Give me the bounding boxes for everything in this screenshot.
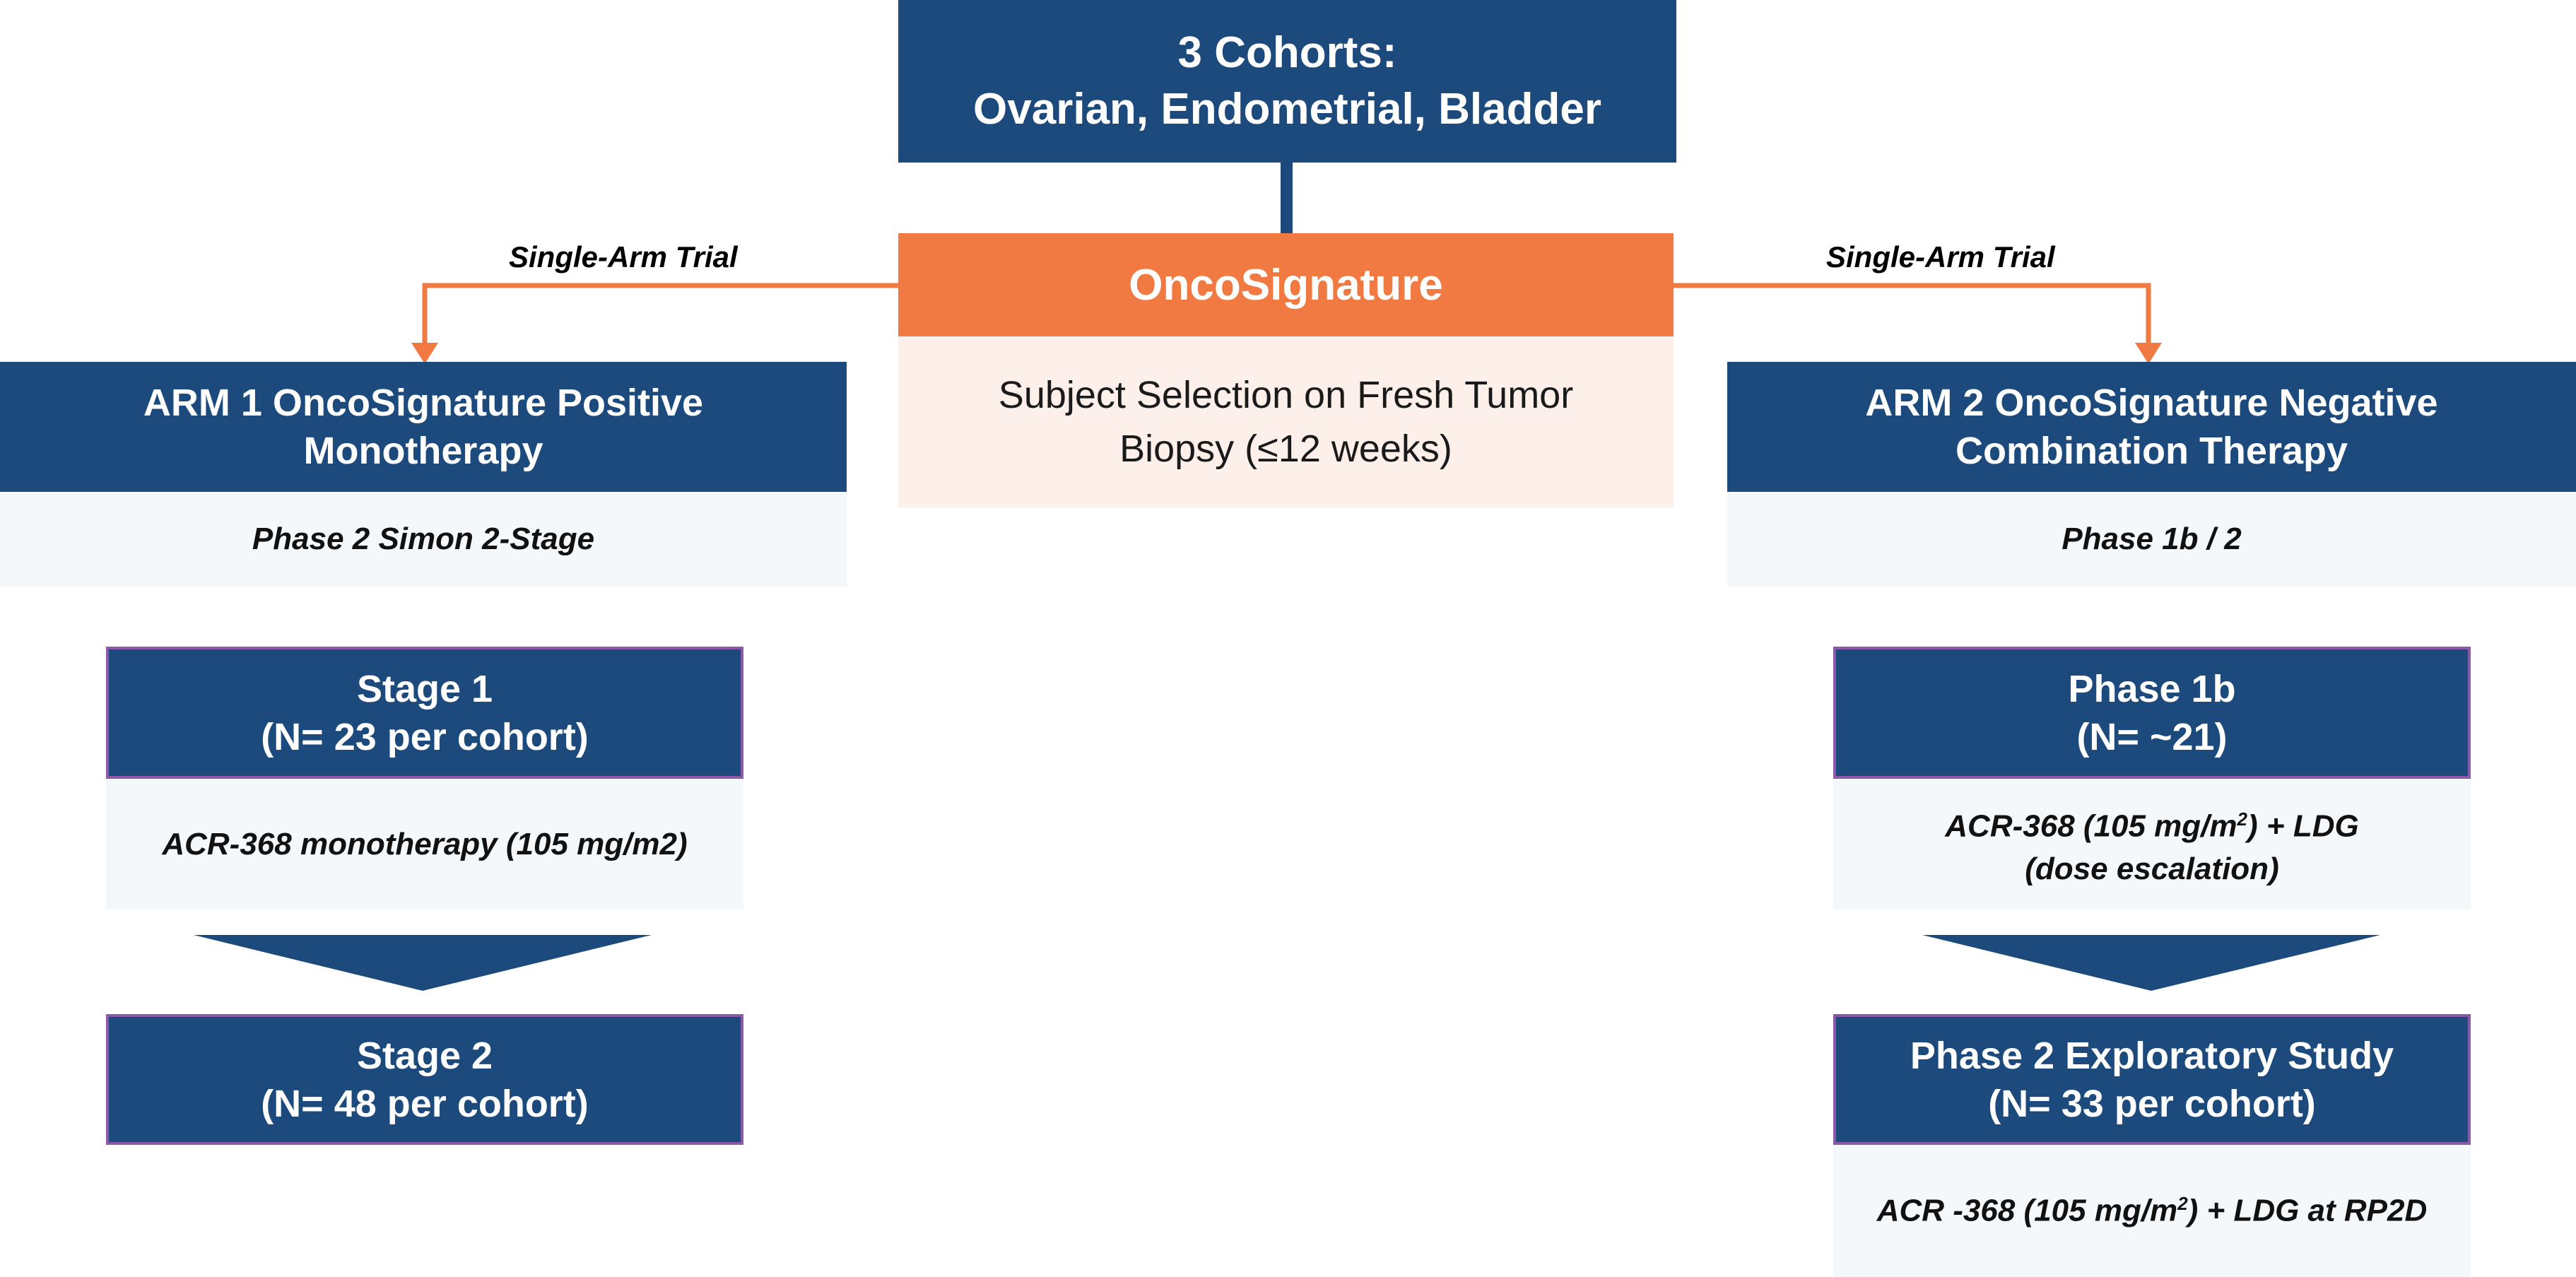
phase1b-detail-b: ) + LDG <box>2247 808 2359 844</box>
arm1-title-box: ARM 1 OncoSignature Positive Monotherapy <box>0 362 847 492</box>
phase2-detail-line: ACR -368 (105 mg/m2) + LDG at RP2D <box>1877 1193 2428 1229</box>
stage1-box: Stage 1 (N= 23 per cohort) <box>106 647 743 779</box>
phase2-detail-box: ACR -368 (105 mg/m2) + LDG at RP2D <box>1833 1145 2471 1277</box>
oncosignature-title: OncoSignature <box>1129 260 1443 310</box>
selection-text-line2: Biopsy (≤12 weeks) <box>1119 428 1452 470</box>
stage1-title: Stage 1 <box>356 667 493 710</box>
phase2-box: Phase 2 Exploratory Study (N= 33 per coh… <box>1833 1014 2471 1145</box>
stage1-detail: ACR-368 monotherapy (105 mg/m2) <box>162 826 688 861</box>
arm2-title-line2: Combination Therapy <box>1955 430 2348 472</box>
arm1-title-line1: ARM 1 OncoSignature Positive <box>143 382 704 424</box>
phase2-detail-a: ACR -368 (105 mg/m <box>1876 1193 2178 1228</box>
oncosignature-body: Subject Selection on Fresh Tumor Biopsy … <box>898 336 1674 507</box>
arm1-subtitle-box: Phase 2 Simon 2-Stage <box>0 492 847 587</box>
phase2-detail-b: ) + LDG at RP2D <box>2187 1193 2428 1228</box>
phase1b-title: Phase 1b <box>2068 667 2236 710</box>
phase1b-detail-line2: (dose escalation) <box>2025 851 2279 886</box>
arm2-title-box: ARM 2 OncoSignature Negative Combination… <box>1727 362 2576 492</box>
cohorts-title: 3 Cohorts: <box>1177 28 1397 77</box>
arm1-title-line2: Monotherapy <box>303 430 543 472</box>
stage1-count: (N= 23 per cohort) <box>261 715 589 758</box>
arm2-title-line1: ARM 2 OncoSignature Negative <box>1865 382 2438 424</box>
stage2-box: Stage 2 (N= 48 per cohort) <box>106 1014 743 1145</box>
arm1-down-arrow <box>194 935 652 991</box>
phase2-count: (N= 33 per cohort) <box>1988 1082 2316 1125</box>
phase1b-count: (N= ~21) <box>2076 715 2228 758</box>
phase2-title: Phase 2 Exploratory Study <box>1910 1034 2394 1077</box>
arm2-subtitle: Phase 1b / 2 <box>2062 522 2242 556</box>
stage2-title: Stage 2 <box>356 1034 493 1077</box>
phase1b-detail-sup: 2 <box>2237 808 2248 830</box>
stage1-detail-box: ACR-368 monotherapy (105 mg/m2) <box>106 779 743 910</box>
phase1b-detail-a: ACR-368 (105 mg/m <box>1945 808 2237 844</box>
arm1-subtitle: Phase 2 Simon 2-Stage <box>252 522 595 556</box>
phase1b-box: Phase 1b (N= ~21) <box>1833 647 2471 779</box>
right-connector-label: Single-Arm Trial <box>1826 240 2055 273</box>
left-connector-arrowhead <box>411 343 438 364</box>
oncosignature-header: OncoSignature <box>898 233 1674 336</box>
arm2-down-arrow <box>1922 935 2380 991</box>
selection-text-line1: Subject Selection on Fresh Tumor <box>998 374 1574 416</box>
cohorts-box: 3 Cohorts: Ovarian, Endometrial, Bladder <box>898 0 1676 163</box>
phase1b-detail-line1: ACR-368 (105 mg/m2) + LDG <box>1945 798 2358 848</box>
right-connector-line <box>1674 283 2151 350</box>
right-connector-arrowhead <box>2135 343 2162 364</box>
phase2-detail-sup: 2 <box>2177 1193 2188 1215</box>
left-connector-label: Single-Arm Trial <box>509 240 738 273</box>
cohorts-list: Ovarian, Endometrial, Bladder <box>973 85 1601 134</box>
phase1b-detail-box: ACR-368 (105 mg/m2) + LDG (dose escalati… <box>1833 779 2471 910</box>
arm2-subtitle-box: Phase 1b / 2 <box>1727 492 2576 587</box>
left-connector-line <box>422 283 901 350</box>
top-stem-line <box>1281 163 1293 233</box>
stage2-count: (N= 48 per cohort) <box>261 1082 589 1125</box>
